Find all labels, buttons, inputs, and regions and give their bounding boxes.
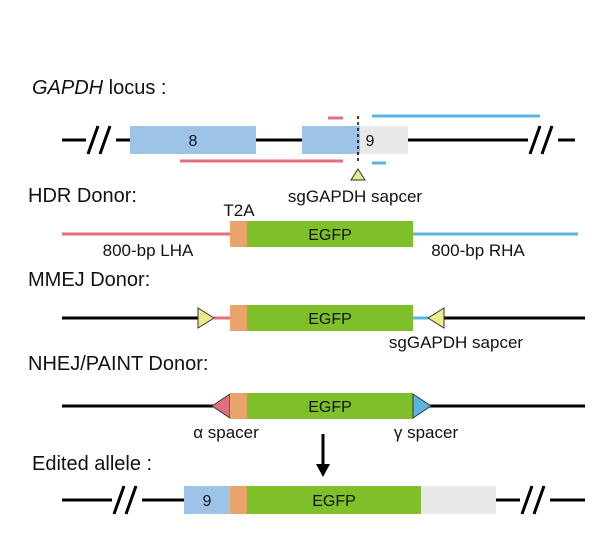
- edited-left-break-slash-1: [112, 485, 126, 515]
- locus-title-rest: locus :: [103, 77, 166, 99]
- hdr-rha-label: 800-bp RHA: [431, 241, 525, 260]
- nhej-egfp-box: [247, 393, 413, 419]
- sgrna-cut-triangle-icon: [350, 168, 366, 181]
- mmej-spacer-label: sgGAPDH sapcer: [389, 333, 523, 352]
- edited-exon-9-tail-box: [421, 486, 496, 514]
- nhej-t2a-box: [230, 393, 247, 419]
- hdr-egfp-box: [247, 221, 413, 247]
- edited-right-break-slash-2: [532, 485, 546, 515]
- hdr-t2a-label: T2A: [223, 201, 255, 220]
- nhej-section: NHEJ/PAINT Donor: EGFP α spacer γ spacer: [28, 353, 585, 477]
- exon-8-box: [130, 126, 256, 154]
- locus-title: GAPDH locus :: [32, 77, 166, 99]
- exon-9-box-right: [360, 126, 408, 154]
- edited-egfp-label: EGFP: [312, 493, 356, 510]
- edited-egfp-box: [247, 486, 421, 514]
- mmej-egfp-label: EGFP: [308, 311, 352, 328]
- edited-left-break-slash-2: [124, 485, 138, 515]
- alpha-spacer-label: α spacer: [193, 423, 259, 442]
- locus-right-break-slash-2: [540, 125, 554, 155]
- hdr-title: HDR Donor:: [28, 185, 137, 207]
- hdr-lha-label: 800-bp LHA: [103, 241, 194, 260]
- exon-8-label: 8: [189, 133, 198, 150]
- hdr-section: HDR Donor: EGFP T2A 800-bp LHA 800-bp RH…: [28, 185, 578, 260]
- edited-exon-9-box: [184, 486, 230, 514]
- gamma-spacer-triangle-icon: [412, 393, 432, 419]
- alpha-spacer-triangle-icon: [211, 393, 231, 419]
- mmej-section: MMEJ Donor: EGFP sgGAPDH sapcer: [28, 269, 585, 352]
- exon-9-box-left: [302, 126, 360, 154]
- edited-t2a-box: [230, 486, 247, 514]
- locus-spacer-label: sgGAPDH sapcer: [288, 187, 422, 206]
- edited-section: Edited allele : 9 EGFP: [32, 453, 585, 516]
- locus-left-break-slash-2: [98, 125, 112, 155]
- locus-title-gene: GAPDH: [32, 77, 104, 99]
- locus-left-break-slash-1: [86, 125, 100, 155]
- mmej-egfp-box: [247, 305, 413, 331]
- mmej-t2a-box: [230, 305, 247, 331]
- gamma-spacer-label: γ spacer: [394, 423, 459, 442]
- edited-right-break-slash-1: [520, 485, 534, 515]
- locus-right-break-slash-1: [528, 125, 542, 155]
- nhej-egfp-label: EGFP: [308, 399, 352, 416]
- mmej-right-spacer-triangle-icon: [427, 307, 445, 329]
- nhej-title: NHEJ/PAINT Donor:: [28, 353, 208, 375]
- edited-title: Edited allele :: [32, 453, 152, 475]
- edited-exon-9-label: 9: [203, 493, 212, 510]
- exon-9-label: 9: [366, 133, 375, 150]
- hdr-egfp-label: EGFP: [308, 227, 352, 244]
- mmej-left-spacer-triangle-icon: [197, 307, 215, 329]
- down-arrow-icon: [316, 464, 330, 477]
- locus-section: GAPDH locus : 8 9 sgGAPDH sapcer: [32, 77, 575, 206]
- hdr-t2a-box: [230, 221, 247, 247]
- mmej-title: MMEJ Donor:: [28, 269, 150, 291]
